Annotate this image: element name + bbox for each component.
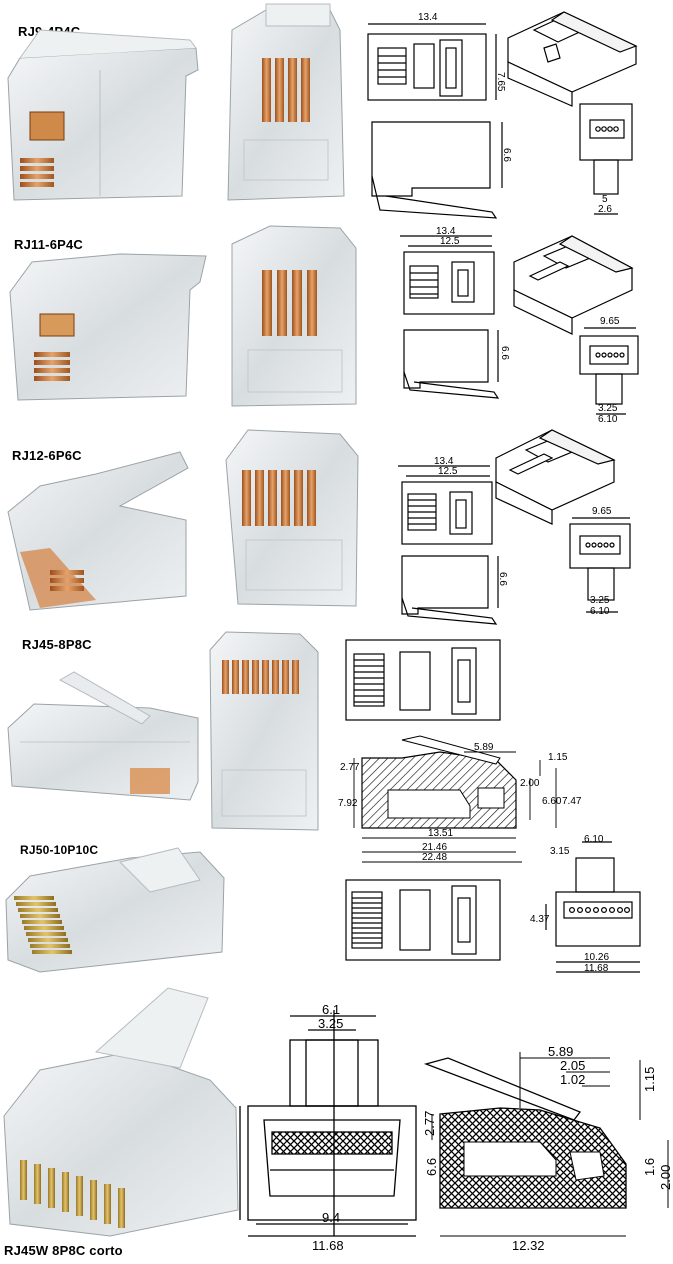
rj50-top-view bbox=[345, 879, 501, 961]
title-rj45: RJ45-8P8C bbox=[22, 637, 92, 652]
rj45-dim-747: 7.47 bbox=[562, 796, 582, 807]
rj12-dim-front-top: 9.65 bbox=[592, 506, 612, 517]
rj12-dim-width-outer: 13.4 bbox=[434, 456, 454, 467]
rj45-dim-792: 7.92 bbox=[338, 798, 358, 809]
rj50-dim-1168: 11.68 bbox=[584, 963, 609, 974]
rj11-dim-side: 6.6 bbox=[499, 346, 510, 360]
title-rj11: RJ11-6P4C bbox=[14, 237, 84, 252]
rj45w-dim-1168: 11.68 bbox=[312, 1238, 344, 1253]
rj9-dim-front-a: 5 bbox=[602, 194, 608, 205]
rj45w-dim-277: 2.77 bbox=[422, 1111, 437, 1136]
rj45-dim-277: 2.77 bbox=[340, 762, 360, 773]
rj11-top-view bbox=[400, 235, 495, 315]
rj11-front-view bbox=[579, 327, 639, 415]
rj45w-dim-1232: 12.32 bbox=[512, 1238, 545, 1253]
rj9-dim-width: 13.4 bbox=[418, 12, 438, 23]
rj45w-dim-200: 2.00 bbox=[658, 1165, 673, 1190]
rj45w-photo bbox=[3, 987, 239, 1237]
rj45w-dim-325: 3.25 bbox=[318, 1016, 343, 1031]
rj45-dim-1351: 13.51 bbox=[428, 828, 453, 839]
rj45-section-view bbox=[353, 735, 557, 863]
rj9-photo-front bbox=[227, 3, 345, 201]
rj9-photo-side bbox=[7, 29, 199, 201]
rj45-photo-front bbox=[209, 631, 319, 831]
rj12-dim-front-b: 6.10 bbox=[590, 606, 610, 617]
rj45-dim-2146: 21.46 bbox=[422, 842, 447, 853]
rj45w-dim-94: 9.4 bbox=[322, 1210, 340, 1225]
rj9-dim-side: 6.6 bbox=[501, 148, 512, 162]
rj45-dim-2248: 22.48 bbox=[422, 852, 447, 863]
rj45w-dim-589: 5.89 bbox=[548, 1044, 573, 1059]
title-rj12: RJ12-6P6C bbox=[12, 448, 82, 463]
rj12-iso-view bbox=[495, 429, 616, 525]
rj9-side-view bbox=[371, 121, 503, 219]
title-rj45w: RJ45W 8P8C corto bbox=[4, 1243, 123, 1258]
rj9-dim-height: 7.65 bbox=[495, 72, 506, 92]
rj45-top-view bbox=[345, 639, 501, 721]
rj11-iso-view bbox=[513, 235, 634, 335]
rj12-photo-side bbox=[7, 451, 189, 611]
rj12-side-view bbox=[401, 555, 499, 625]
rj12-dim-width-inner: 12.5 bbox=[438, 466, 458, 477]
rj9-dim-front-b: 2.6 bbox=[598, 204, 612, 215]
rj11-photo-side bbox=[9, 253, 207, 401]
rj11-dim-front-top: 9.65 bbox=[600, 316, 620, 327]
rj45w-dim-16: 1.6 bbox=[642, 1158, 657, 1176]
rj11-dim-front-b: 6.10 bbox=[598, 414, 618, 425]
rj11-dim-front-a: 3.25 bbox=[598, 403, 618, 414]
rj45w-dim-66: 6.6 bbox=[424, 1158, 439, 1176]
rj12-dim-front-a: 3.25 bbox=[590, 595, 610, 606]
rj9-top-view bbox=[367, 23, 497, 101]
rj45w-dim-205: 2.05 bbox=[560, 1058, 585, 1073]
rj50-dim-1026: 10.26 bbox=[584, 952, 609, 963]
rj45-photo-side bbox=[7, 671, 199, 801]
rj11-photo-front bbox=[231, 225, 357, 407]
rj11-dim-width-inner: 12.5 bbox=[440, 236, 460, 247]
rj12-front-view bbox=[569, 517, 631, 613]
rj45-dim-115: 1.15 bbox=[548, 752, 568, 763]
rj50-photo bbox=[5, 847, 225, 973]
rj45w-dim-61: 6.1 bbox=[322, 1002, 340, 1017]
rj45-dim-660: 6.60 bbox=[542, 796, 562, 807]
rj9-iso-view bbox=[507, 11, 638, 107]
rj11-dim-width-outer: 13.4 bbox=[436, 226, 456, 237]
rj45w-dim-102: 1.02 bbox=[560, 1072, 585, 1087]
rj50-dim-315: 3.15 bbox=[550, 846, 570, 857]
rj50-dim-610: 6.10 bbox=[584, 834, 604, 845]
rj45w-section-view bbox=[423, 1052, 669, 1237]
rj12-photo-front bbox=[225, 429, 359, 607]
rj45-dim-200: 2.00 bbox=[520, 778, 540, 789]
rj12-top-view bbox=[398, 465, 493, 545]
rj50-dim-437: 4.37 bbox=[530, 914, 550, 925]
rj11-side-view bbox=[403, 329, 500, 399]
rj9-front-view bbox=[579, 103, 633, 215]
rj45-dim-589: 5.89 bbox=[474, 742, 494, 753]
title-rj50: RJ50-10P10C bbox=[20, 843, 99, 857]
rj45w-dim-115: 1.15 bbox=[642, 1067, 657, 1092]
rj12-dim-side: 6.6 bbox=[497, 572, 508, 586]
rj50-front-view bbox=[545, 841, 641, 973]
rj45w-front-view bbox=[239, 1010, 417, 1237]
